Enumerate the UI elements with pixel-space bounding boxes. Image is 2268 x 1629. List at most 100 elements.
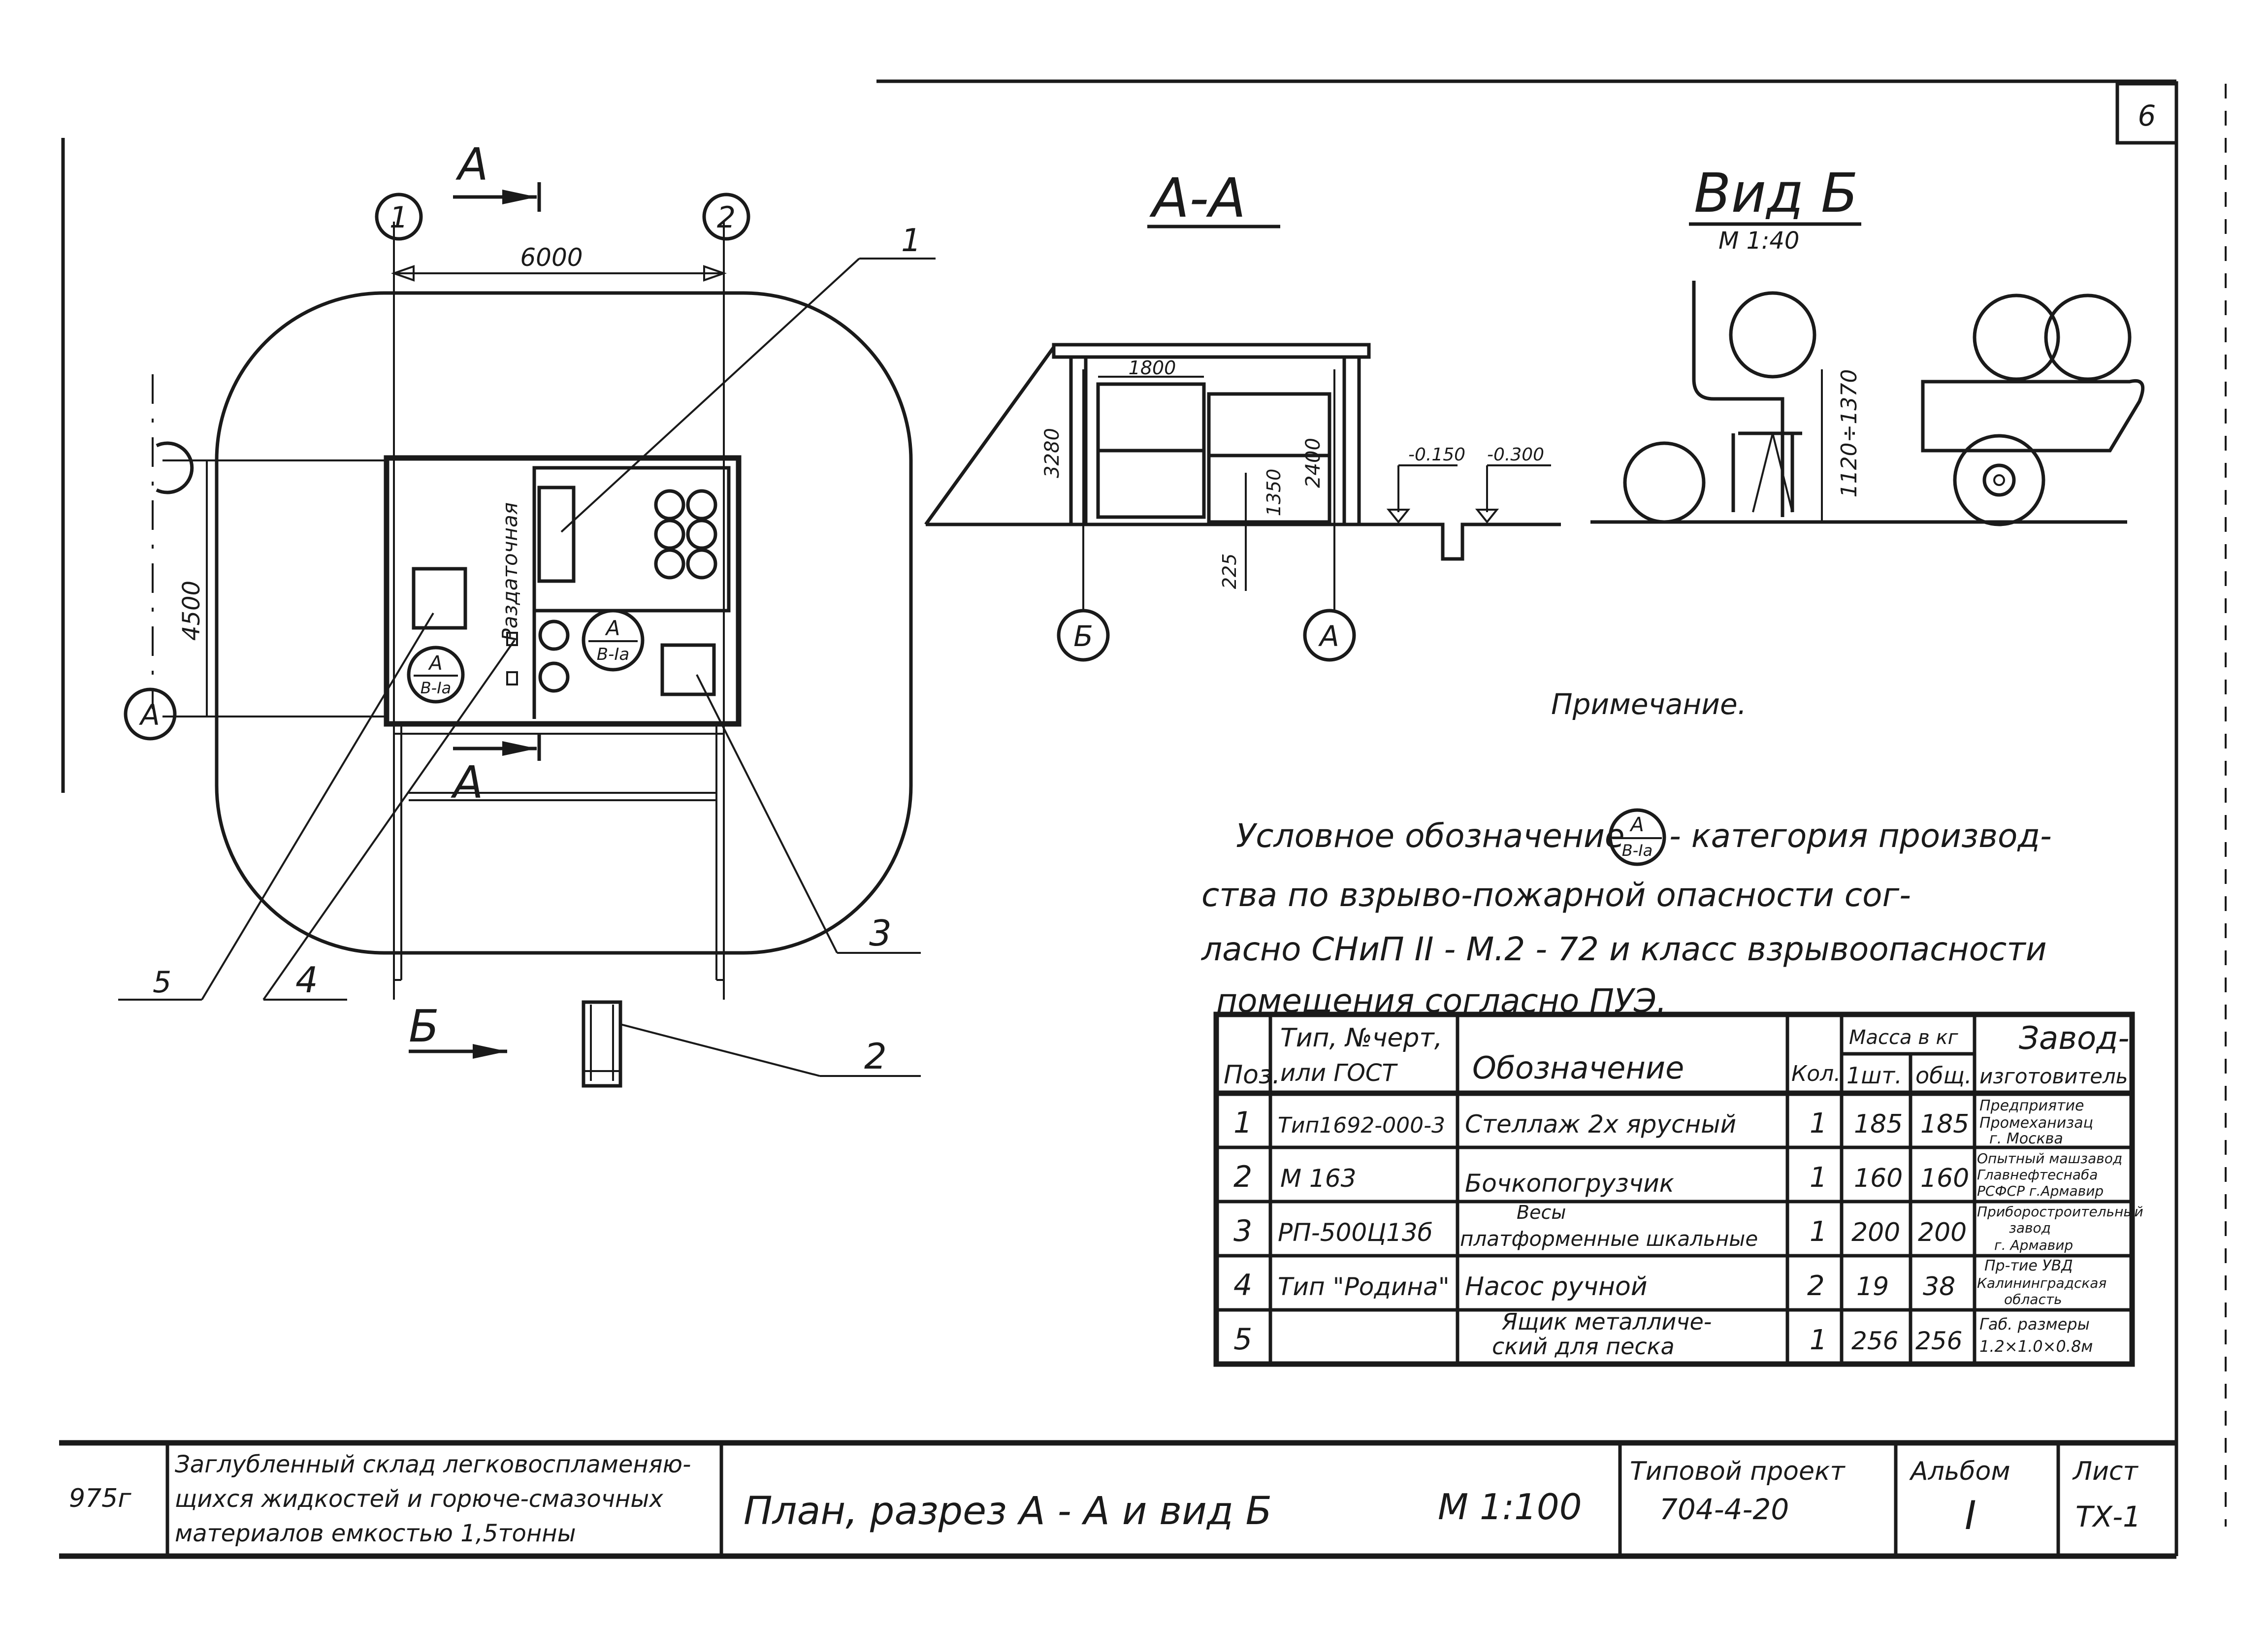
svg-text:1: 1 [1810,1216,1827,1248]
section-mark-top: А [455,139,488,191]
leader-label-5: 5 [153,965,171,1000]
svg-text:А: А [427,652,442,675]
section-mark-bottom: А [451,757,484,809]
svg-text:Ящик металличе-: Ящик металличе- [1501,1308,1712,1335]
svg-text:256: 256 [1915,1327,1962,1355]
svg-text:2: 2 [1233,1160,1252,1194]
svg-text:А: А [1629,814,1644,836]
dim-3280: 3280 [1041,428,1064,478]
svg-text:Б: Б [1073,619,1093,653]
svg-text:1.2×1.0×0.8м: 1.2×1.0×0.8м [1979,1337,2093,1356]
svg-text:область: область [2004,1291,2062,1307]
room-label: Раздаточная [498,502,522,641]
svg-text:В-Iа: В-Iа [597,645,629,664]
pump-icon [506,671,518,685]
title-scale: М 1:100 [1438,1486,1582,1528]
sheet-label: Лист [2072,1457,2138,1486]
scales-item-3 [660,643,716,696]
note-line-1: Условное обозначение [1236,817,1625,855]
dim-1350: 1350 [1263,469,1285,517]
svg-text:1: 1 [1810,1324,1827,1356]
section-title: А-А [1149,166,1246,229]
note-heading: Примечание. [1551,687,1747,721]
leader-lines [118,258,936,1077]
table-row: 4 Тип "Родина" Насос ручной 2 19 38 Пр-т… [1233,1257,2106,1307]
barrel-icon [1973,293,2060,381]
svg-text:Тип "Родина": Тип "Родина" [1278,1272,1450,1301]
axis-A-bubble: А [124,687,177,741]
axis-B-bubble: Б [1057,609,1110,662]
title-block: 975г Заглубленный склад легковоспламеняю… [59,1440,2176,1559]
svg-text:Предприятие: Предприятие [1979,1097,2084,1114]
svg-text:М 163: М 163 [1280,1164,1356,1193]
barrel-icon [2044,293,2132,381]
svg-text:В-Iа: В-Iа [1622,841,1653,860]
svg-text:РП-500Ц13б: РП-500Ц13б [1278,1218,1433,1247]
level-2: -0.300 [1487,445,1544,465]
th-mass-one: 1шт. [1847,1062,1902,1089]
building-outline [384,455,742,727]
note-line-4: ласно СНиП II - М.2 - 72 и класс взрывоо… [1200,930,2047,968]
svg-text:А: А [1318,619,1339,653]
svg-text:38: 38 [1923,1272,1955,1302]
svg-text:2: 2 [717,200,736,235]
barrel-icon [1623,441,1706,524]
svg-text:256: 256 [1851,1327,1898,1355]
svg-text:РСФСР г.Армавир: РСФСР г.Армавир [1977,1183,2104,1199]
svg-text:А: А [138,698,160,732]
svg-text:1: 1 [1810,1162,1827,1194]
plan-view: 1 2 6000 А [61,138,936,1088]
leader-label-4: 4 [295,959,318,1001]
svg-text:185: 185 [1854,1109,1903,1139]
svg-text:Бочкопогрузчик: Бочкопогрузчик [1465,1169,1674,1198]
svg-text:платформенные шкальные: платформенные шкальные [1460,1227,1758,1251]
note-line-3: ства по взрыво-пожарной опасности сог- [1201,876,1911,914]
th-type-2: или ГОСТ [1280,1059,1398,1087]
svg-text:160: 160 [1854,1164,1903,1193]
svg-text:Габ. размеры: Габ. размеры [1979,1315,2090,1334]
svg-text:1: 1 [389,200,408,235]
title-code: 975г [69,1484,131,1513]
svg-text:4: 4 [1233,1268,1252,1303]
axis-half-bubble [156,441,194,494]
axis-1-bubble: 1 [375,193,423,241]
svg-text:ский для песка: ский для песка [1492,1333,1675,1360]
svg-text:г. Москва: г. Москва [1989,1130,2063,1147]
th-maker-1: Завод- [2019,1020,2129,1057]
svg-text:Насос ручной: Насос ручной [1465,1272,1648,1302]
svg-text:Стеллаж 2х ярусный: Стеллаж 2х ярусный [1465,1110,1736,1139]
th-designation: Обозначение [1472,1050,1684,1086]
svg-text:А: А [605,616,620,640]
svg-text:г. Армавир: г. Армавир [1994,1237,2073,1253]
dim-2400: 2400 [1302,438,1325,488]
sheet-number: ТХ-1 [2075,1500,2141,1533]
th-qty: Кол. [1791,1061,1841,1086]
svg-text:Тип1692-000-3: Тип1692-000-3 [1278,1113,1445,1138]
svg-text:200: 200 [1851,1218,1900,1247]
section-AA: А-А 1800 3280 2400 1350 225 -0.150 -0.30… [924,166,1561,662]
project-number: 704-4-20 [1659,1493,1789,1526]
title-desc-2: щихся жидкостей и горюче-смазочных [175,1485,663,1513]
th-mass: Масса в кг [1849,1026,1959,1049]
svg-text:5: 5 [1233,1322,1252,1357]
view-dim: 1120÷1370 [1837,369,1862,498]
svg-text:Опытный машзавод: Опытный машзавод [1977,1150,2122,1167]
svg-text:Калининградская: Калининградская [1977,1275,2106,1291]
svg-text:Пр-тие УВД: Пр-тие УВД [1984,1257,2073,1274]
title-desc-3: материалов емкостью 1,5тонны [175,1520,576,1547]
view-B: Вид Б М 1:40 1120÷1370 [1590,162,2145,526]
spec-table: Поз. Тип, №черт, или ГОСТ Обозначение Ко… [1213,1011,2143,1367]
album-number: I [1965,1493,1976,1538]
leader-label-3: 3 [869,912,892,954]
dim-4500: 4500 [178,581,205,641]
view-mark: Б [409,1001,439,1052]
dim-1800: 1800 [1129,357,1176,379]
pump-detail-item-2 [582,1000,622,1088]
note-block: Примечание. Условное обозначение А В-Iа … [1200,687,2052,1020]
wheel-icon [1953,434,2045,526]
title-desc-1: Заглубленный склад легковоспламеняю- [175,1451,691,1478]
level-1: -0.150 [1408,445,1465,465]
dim-225: 225 [1219,554,1240,589]
svg-text:завод: завод [2009,1220,2051,1236]
